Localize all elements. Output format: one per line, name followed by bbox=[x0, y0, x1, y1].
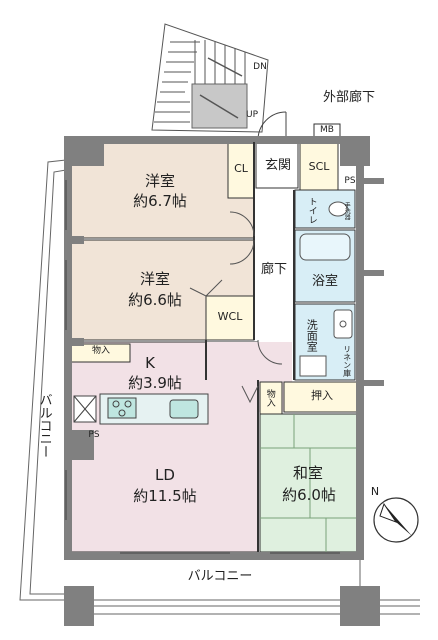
sink bbox=[169, 399, 199, 419]
hallway-floor bbox=[254, 190, 294, 340]
western-room-2-size: 約6.6帖 bbox=[128, 291, 182, 309]
kitchen-size: 約3.9帖 bbox=[128, 374, 182, 392]
kitchen-name: K bbox=[145, 354, 155, 372]
staircase bbox=[151, 23, 269, 133]
closet-w-label: 物入 bbox=[91, 346, 110, 356]
compass-label: N bbox=[370, 485, 380, 498]
wcl-floor bbox=[205, 295, 255, 341]
toilet-name: トイレ bbox=[306, 196, 317, 224]
balcony-left-label: バルコニー bbox=[36, 392, 52, 458]
walls bbox=[64, 136, 384, 626]
ld-name: LD bbox=[155, 466, 175, 484]
balcony-bottom-label: バルコニー bbox=[187, 569, 253, 584]
fridge-cross-2 bbox=[73, 395, 97, 423]
scl-floor bbox=[299, 141, 339, 191]
japanese-room-size: 約6.0帖 bbox=[282, 486, 336, 504]
washing-machine-spot bbox=[299, 355, 327, 377]
western-room-1-name: 洋室 bbox=[144, 172, 175, 190]
entrance-name: 玄関 bbox=[264, 158, 291, 173]
outer-corridor-label: 外部廊下 bbox=[322, 90, 375, 105]
ps-top-label: PS bbox=[344, 176, 356, 186]
wash-sink-label: 手洗器 bbox=[343, 202, 351, 220]
balcony-left bbox=[19, 159, 67, 601]
cl-floor bbox=[227, 141, 255, 199]
tatami-lines bbox=[260, 414, 360, 552]
door-swings bbox=[189, 211, 283, 404]
hallway-name: 廊下 bbox=[260, 262, 287, 277]
ps-kitchen-label: PS bbox=[88, 430, 100, 440]
stairs-dn-label: DN bbox=[253, 62, 267, 72]
cl-label: CL bbox=[234, 162, 248, 175]
closet-j-label: 物入 bbox=[264, 389, 275, 407]
wcl-label: WCL bbox=[217, 310, 243, 323]
linen-label: リネン庫 bbox=[342, 345, 352, 377]
burner-1 bbox=[112, 400, 120, 408]
stairs-up-label: UP bbox=[245, 110, 258, 120]
western-room-2-name: 洋室 bbox=[139, 270, 170, 288]
burner-3 bbox=[118, 409, 126, 417]
scl-label: SCL bbox=[308, 160, 330, 173]
compass-icon bbox=[373, 497, 419, 543]
window-marks bbox=[65, 180, 340, 554]
western-room-1-size: 約6.7帖 bbox=[133, 192, 187, 210]
washroom-name: 洗面室 bbox=[305, 318, 319, 352]
closet-j-floor bbox=[259, 381, 283, 415]
entrance-floor bbox=[255, 141, 299, 189]
toilet-fixture bbox=[328, 201, 348, 217]
basin-drain bbox=[339, 320, 347, 328]
bathtub bbox=[299, 233, 351, 261]
oshiire-label: 押入 bbox=[311, 389, 333, 402]
japanese-room-name: 和室 bbox=[292, 464, 323, 482]
mb-label: MB bbox=[320, 125, 334, 135]
ld-size: 約11.5帖 bbox=[133, 487, 197, 505]
wash-basin bbox=[333, 309, 353, 339]
bath-name: 浴室 bbox=[311, 274, 338, 289]
burner-2 bbox=[124, 400, 132, 408]
stove bbox=[107, 397, 137, 419]
entrance-door bbox=[257, 111, 287, 141]
